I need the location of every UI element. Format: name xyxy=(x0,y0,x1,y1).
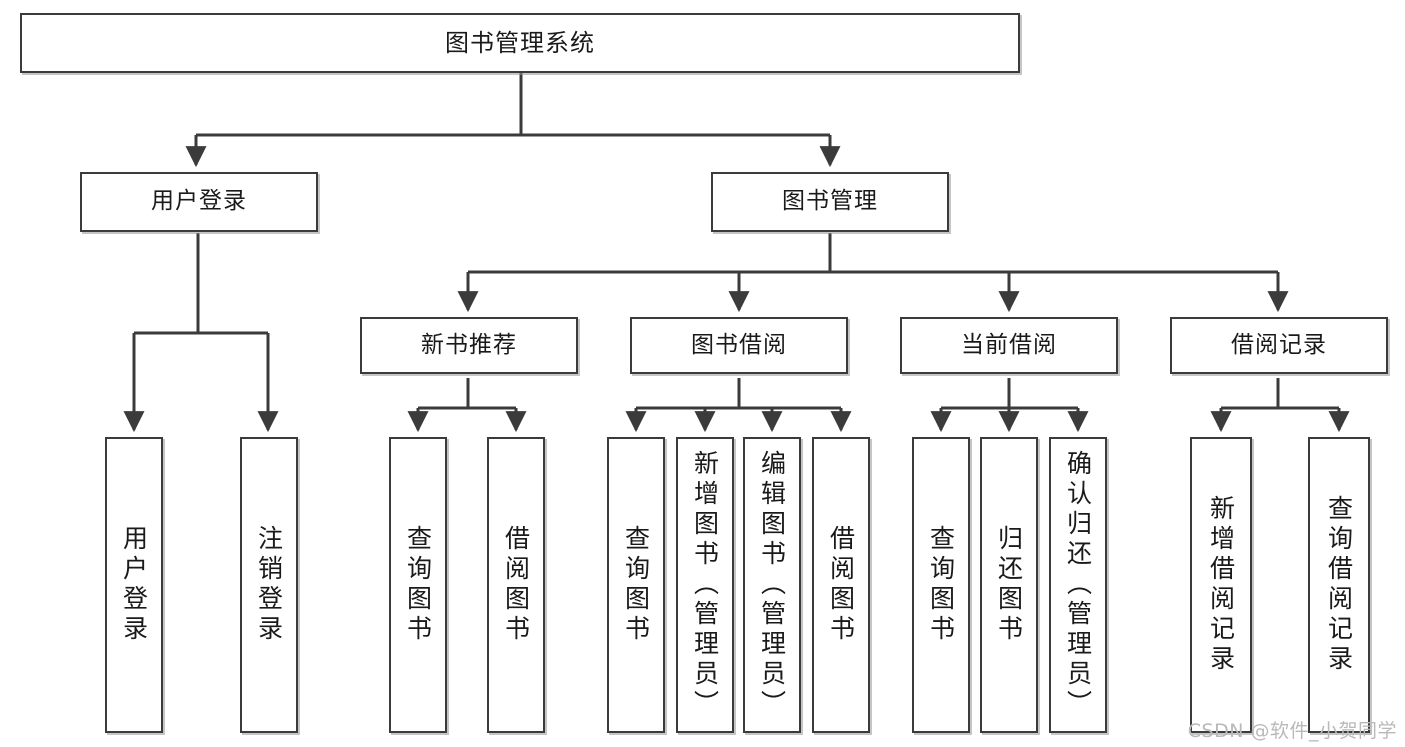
node-label: 当前借阅 xyxy=(961,331,1057,358)
node-label: 新增图书（管理员） xyxy=(690,450,720,720)
node-leaf-borrow-book[interactable]: 借阅图书 xyxy=(812,437,870,733)
node-label: 图书管理系统 xyxy=(445,28,595,57)
node-label: 图书借阅 xyxy=(691,331,787,358)
node-label: 查询图书 xyxy=(926,525,956,645)
node-leaf-query-book-borrow[interactable]: 查询图书 xyxy=(607,437,665,733)
node-label: 确认归还（管理员） xyxy=(1063,450,1093,720)
node-book-borrow[interactable]: 图书借阅 xyxy=(630,317,848,374)
node-label: 借阅记录 xyxy=(1231,331,1327,358)
node-label: 查询图书 xyxy=(403,525,433,645)
node-current-borrow[interactable]: 当前借阅 xyxy=(900,317,1118,374)
node-label: 用户登录 xyxy=(119,525,149,645)
node-leaf-add-borrow-record[interactable]: 新增借阅记录 xyxy=(1190,437,1252,733)
node-label: 查询借阅记录 xyxy=(1324,495,1354,675)
node-label: 查询图书 xyxy=(621,525,651,645)
node-leaf-edit-book-admin[interactable]: 编辑图书（管理员） xyxy=(743,437,801,733)
node-label: 新增借阅记录 xyxy=(1206,495,1236,675)
node-label: 用户登录 xyxy=(151,188,247,215)
node-borrow-record[interactable]: 借阅记录 xyxy=(1170,317,1388,374)
node-leaf-user-login[interactable]: 用户登录 xyxy=(105,437,163,733)
node-leaf-query-borrow-record[interactable]: 查询借阅记录 xyxy=(1308,437,1370,733)
csdn-watermark: CSDN @软件_小贺同学 xyxy=(1187,720,1397,742)
node-root-book-management-system[interactable]: 图书管理系统 xyxy=(20,13,1020,73)
node-leaf-add-book-admin[interactable]: 新增图书（管理员） xyxy=(676,437,734,733)
node-label: 注销登录 xyxy=(254,525,284,645)
node-label: 图书管理 xyxy=(782,188,878,215)
node-label: 新书推荐 xyxy=(421,331,517,358)
node-leaf-confirm-return-admin[interactable]: 确认归还（管理员） xyxy=(1049,437,1107,733)
node-label: 编辑图书（管理员） xyxy=(757,450,787,720)
node-label: 借阅图书 xyxy=(826,525,856,645)
node-label: 借阅图书 xyxy=(501,525,531,645)
node-leaf-logout[interactable]: 注销登录 xyxy=(240,437,298,733)
node-leaf-return-book[interactable]: 归还图书 xyxy=(980,437,1038,733)
node-user-login[interactable]: 用户登录 xyxy=(80,172,318,232)
node-book-management[interactable]: 图书管理 xyxy=(711,172,949,232)
node-leaf-query-book-recommend[interactable]: 查询图书 xyxy=(389,437,447,733)
node-leaf-borrow-book-recommend[interactable]: 借阅图书 xyxy=(487,437,545,733)
node-label: 归还图书 xyxy=(994,525,1024,645)
node-new-book-recommend[interactable]: 新书推荐 xyxy=(360,317,578,374)
node-leaf-query-book-current[interactable]: 查询图书 xyxy=(912,437,970,733)
